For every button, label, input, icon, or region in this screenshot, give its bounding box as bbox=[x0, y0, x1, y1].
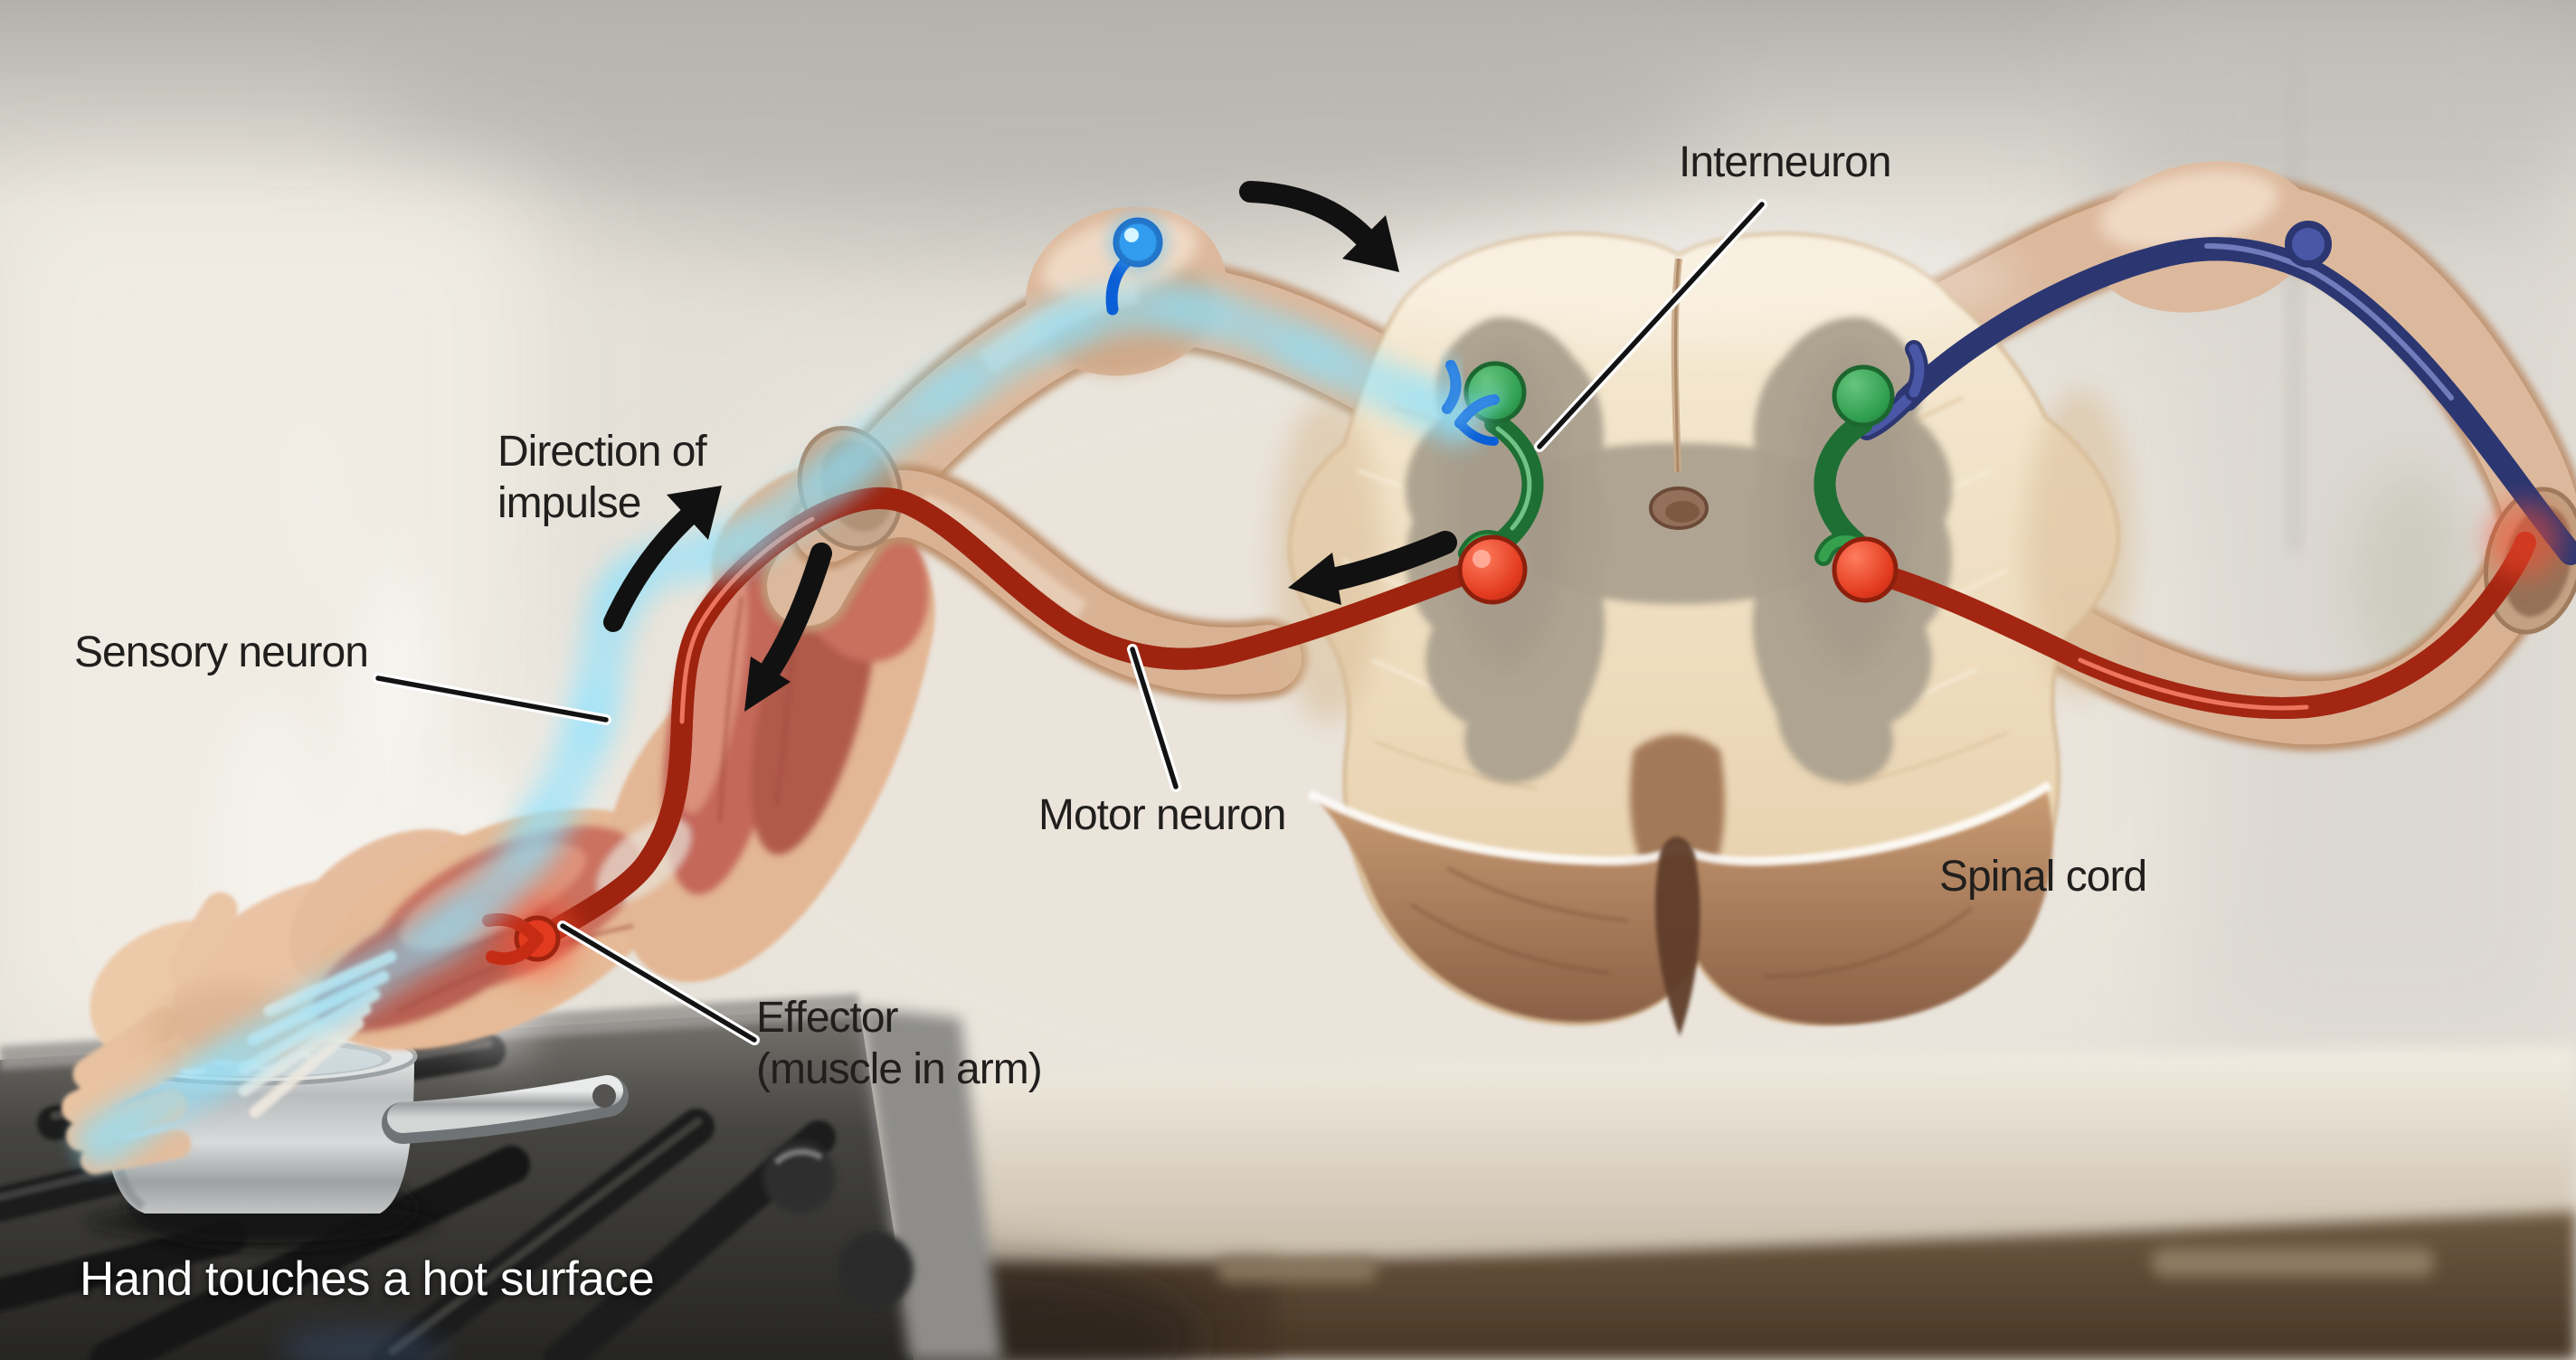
counter-and-cabinets bbox=[715, 1047, 2576, 1360]
label-direction-line1: Direction of bbox=[497, 428, 707, 476]
ventral-median-fissure bbox=[1655, 836, 1700, 1036]
label-motor-neuron: Motor neuron bbox=[1038, 791, 1286, 839]
sensory-terminal-fork bbox=[1435, 354, 1506, 446]
impulse-arrows bbox=[603, 181, 1457, 712]
label-spinal-cord: Spinal cord bbox=[1939, 853, 2147, 901]
sensory-cell-body-right bbox=[2285, 221, 2332, 268]
leader-interneuron bbox=[1534, 199, 1767, 452]
label-sensory-neuron: Sensory neuron bbox=[74, 628, 369, 676]
sensory-neuron-left bbox=[80, 212, 1506, 1141]
motor-cell-body-left bbox=[1457, 534, 1528, 605]
impulse-arrow-top-icon bbox=[1239, 181, 1399, 272]
label-effector: Effector (muscle in arm) bbox=[756, 993, 1043, 1095]
pot-handle bbox=[382, 1075, 629, 1144]
label-effector-line1: Effector bbox=[756, 994, 899, 1042]
central-canal bbox=[1649, 486, 1709, 530]
sensory-neuron-right bbox=[1857, 221, 2576, 565]
caption-hand-touches-hot-surface: Hand touches a hot surface bbox=[80, 1252, 655, 1306]
sensory-cell-body-left bbox=[1105, 212, 1169, 316]
interneuron-cell-body-right bbox=[1832, 364, 1895, 428]
label-interneuron: Interneuron bbox=[1679, 138, 1892, 186]
leader-effector bbox=[557, 921, 760, 1045]
label-effector-line2: (muscle in arm) bbox=[756, 1044, 1043, 1093]
leader-motor-neuron bbox=[1127, 644, 1181, 792]
impulse-arrow-up-icon bbox=[603, 486, 722, 632]
impulse-arrow-down-icon bbox=[744, 543, 832, 712]
spinal-cord-cross-section bbox=[1274, 224, 2135, 1036]
impulse-arrow-left-icon bbox=[1288, 531, 1457, 605]
motor-neuron-right bbox=[1832, 503, 2562, 708]
motor-neuron-left bbox=[482, 498, 1528, 980]
label-direction-of-impulse: Direction of impulse bbox=[497, 427, 707, 529]
leader-lines bbox=[373, 199, 1767, 1045]
leader-sensory-neuron bbox=[373, 673, 611, 725]
motor-cell-body-right bbox=[1832, 536, 1899, 603]
label-direction-line2: impulse bbox=[497, 478, 641, 527]
